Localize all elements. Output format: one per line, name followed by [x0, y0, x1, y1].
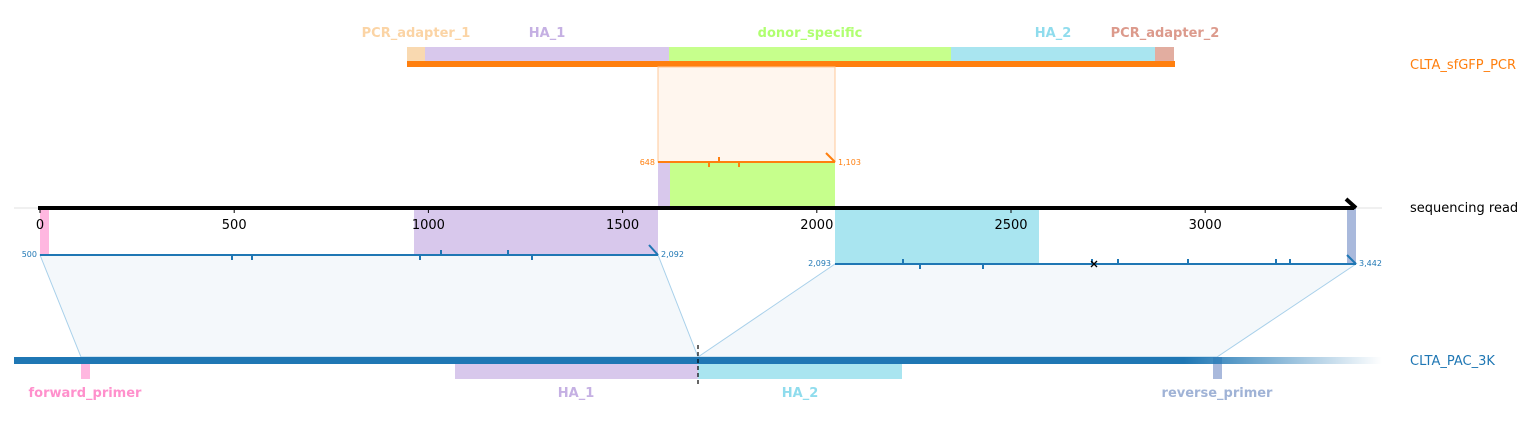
pcr-alignment-donor-region	[670, 162, 835, 208]
read-axis: 0 500 1000 1500 2000 2500 3000	[36, 208, 1222, 233]
pcr-alignment-band	[657, 66, 836, 163]
read-axis-tick-label: 2000	[800, 218, 833, 233]
ref-feature-reverse_primer	[1213, 357, 1222, 379]
ref-track: forward_primer HA_1 HA_2 reverse_primer …	[14, 345, 1495, 401]
pcr-alignment: 648 1,103	[640, 66, 861, 208]
pcr-feature-label-PCR_adapter_1: PCR_adapter_1	[362, 26, 471, 41]
read-axis-tick-label: 2500	[994, 218, 1027, 233]
ref-alignment-1: 500 2,092	[22, 244, 699, 358]
read-arrowhead	[1344, 197, 1358, 210]
ref-alignment-2-mismatches	[902, 259, 1291, 269]
pcr-backbone	[407, 61, 1175, 67]
pcr-feature-PCR_adapter_2	[1155, 47, 1174, 62]
read-feature-HA_2	[835, 208, 1039, 263]
ref-alignment-1-arrow	[648, 244, 659, 256]
read-axis-tick-label: 1000	[412, 218, 445, 233]
ref-alignment-1-band	[39, 254, 699, 358]
ref-backbone-fade	[1184, 357, 1382, 364]
pcr-alignment-arrow	[825, 152, 836, 163]
pcr-feature-HA_2	[951, 47, 1155, 62]
read-feature-forward_primer	[40, 208, 49, 254]
ref-alignment-1-start-label: 500	[22, 250, 37, 259]
read-track: 0 500 1000 1500 2000 2500 3000 sequencing read	[14, 197, 1518, 263]
ref-alignment-1-end-label: 2,092	[661, 250, 684, 259]
read-axis-tick-label: 500	[222, 218, 247, 233]
ref-alignment-2-band	[696, 263, 1358, 358]
pcr-alignment-start-label: 648	[640, 158, 655, 167]
ref-backbone	[14, 357, 1184, 364]
ref-feature-label-HA_1: HA_1	[558, 386, 595, 401]
pcr-feature-PCR_adapter_1	[407, 47, 425, 62]
read-feature-reverse_primer	[1347, 208, 1356, 263]
pcr-feature-label-HA_1: HA_1	[529, 26, 566, 41]
ref-alignment-2: 2,093 3,442	[696, 254, 1382, 358]
read-axis-tick-label: 3000	[1189, 218, 1222, 233]
pcr-alignment-HA_1-region	[658, 162, 670, 208]
pcr-track: PCR_adapter_1 HA_1 donor_specific HA_2 P…	[362, 26, 1516, 73]
ref-alignment-2-start-label: 2,093	[808, 259, 831, 268]
ref-alignment-2-deletion-marker	[1090, 260, 1098, 268]
ref-alignment-2-arrow	[1346, 254, 1357, 265]
pcr-feature-HA_1	[425, 47, 669, 62]
pcr-feature-donor_specific	[669, 47, 951, 62]
read-axis-tick-label: 1500	[606, 218, 639, 233]
pcr-track-label: CLTA_sfGFP_PCR	[1410, 58, 1516, 73]
ref-alignment-2-end-label: 3,442	[1359, 259, 1382, 268]
ref-feature-label-forward_primer: forward_primer	[29, 386, 143, 401]
ref-track-label: CLTA_PAC_3K	[1410, 354, 1495, 369]
read-axis-tick-label: 0	[36, 218, 44, 233]
ref-feature-label-HA_2: HA_2	[782, 386, 819, 401]
read-feature-HA_1	[414, 208, 658, 254]
pcr-feature-label-donor_specific: donor_specific	[758, 26, 863, 41]
ref-alignment-1-mismatches	[231, 250, 533, 260]
read-track-label: sequencing read	[1410, 201, 1518, 216]
ref-feature-forward_primer	[81, 357, 90, 379]
ref-feature-label-reverse_primer: reverse_primer	[1162, 386, 1274, 401]
pcr-feature-label-PCR_adapter_2: PCR_adapter_2	[1111, 26, 1220, 41]
pcr-feature-label-HA_2: HA_2	[1035, 26, 1072, 41]
pcr-alignment-end-label: 1,103	[838, 158, 861, 167]
